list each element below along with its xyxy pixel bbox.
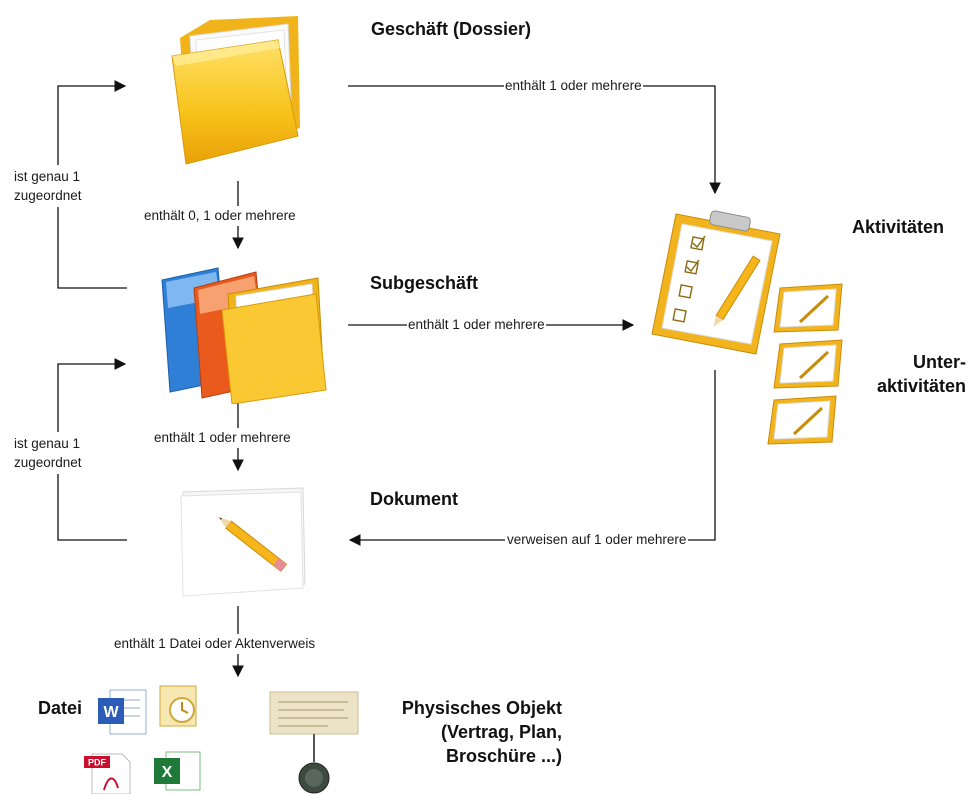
node-datei-title: Datei	[38, 698, 83, 718]
node-dokument-title: Dokument	[370, 489, 459, 509]
edge-label-loop-top: ist genau 1 zugeordnet	[14, 165, 82, 207]
edge-label-aktivitaeten-dokument: verweisen auf 1 oder mehrere	[505, 532, 689, 548]
excel-file-icon: X	[154, 751, 201, 791]
loop-top-line2: zugeordnet	[14, 188, 82, 203]
node-physisch-title: Physisches Objekt (Vertrag, Plan, Brosch…	[366, 696, 562, 768]
sub-clipboard-icon	[767, 395, 837, 445]
unteraktivitaeten-line1: Unter-	[913, 352, 966, 372]
sub-clipboard-icon	[773, 339, 843, 389]
folder-icon	[171, 16, 300, 165]
word-file-icon: W	[98, 689, 147, 735]
loop-bottom-line1: ist genau 1	[14, 436, 81, 451]
excel-letter: X	[162, 764, 173, 781]
document-pencil-icon	[180, 487, 306, 597]
edge-label-subgeschaeft-aktivitaeten: enthält 1 oder mehrere	[407, 317, 546, 333]
pdf-letters: PDF	[88, 758, 107, 768]
edge-label-loop-bottom: ist genau 1 zugeordnet	[14, 432, 82, 474]
stacked-folders-icon	[161, 267, 327, 404]
edge-aktivitaeten-dokument	[348, 370, 716, 546]
pdf-file-icon: PDF	[84, 753, 131, 794]
node-geschaeft-title: Geschäft (Dossier)	[371, 19, 532, 39]
physisch-line2: (Vertrag, Plan,	[440, 722, 562, 742]
node-aktivitaeten-title: Aktivitäten	[852, 217, 945, 237]
node-unteraktivitaeten-title: Unter- aktivitäten	[856, 350, 966, 398]
edge-label-geschaeft-subgeschaeft: enthält 0, 1 oder mehrere	[142, 206, 298, 226]
edge-geschaeft-aktivitaeten	[348, 85, 721, 195]
unteraktivitaeten-line2: aktivitäten	[876, 376, 966, 396]
clipboard-icon	[651, 210, 781, 355]
loop-top-line1: ist genau 1	[14, 169, 81, 184]
word-letter: W	[103, 704, 119, 721]
node-subgeschaeft-title: Subgeschäft	[370, 273, 479, 293]
edge-label-subgeschaeft-dokument: enthält 1 oder mehrere	[152, 428, 293, 448]
sub-clipboard-icon	[773, 283, 843, 333]
physisch-line1: Physisches Objekt	[401, 698, 562, 718]
loop-bottom-line2: zugeordnet	[14, 455, 82, 470]
calendar-file-icon	[159, 685, 197, 727]
physisch-line3: Broschüre ...)	[445, 746, 562, 766]
document-seal-icon	[269, 691, 359, 794]
edge-label-dokument-datei: enthält 1 Datei oder Aktenverweis	[112, 634, 318, 654]
edge-label-geschaeft-aktivitaeten: enthält 1 oder mehrere	[504, 78, 643, 94]
